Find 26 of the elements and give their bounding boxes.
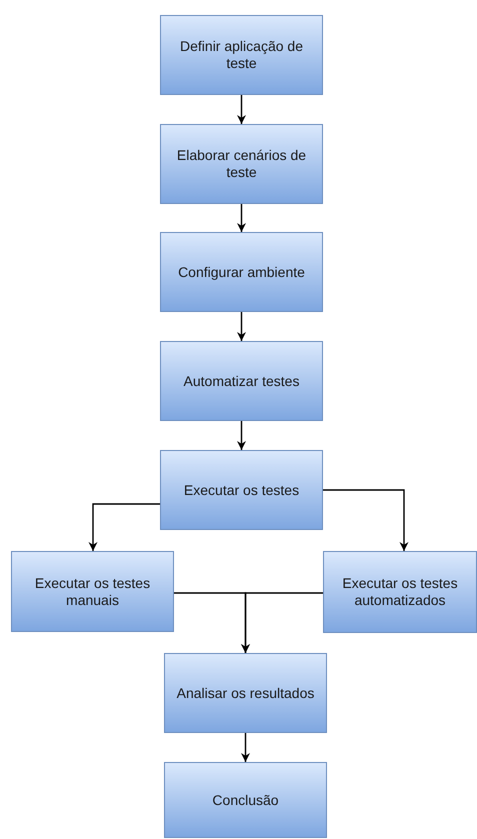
- arrow: [88, 503, 160, 551]
- step-label: Conclusão: [212, 792, 279, 808]
- arrow: [237, 204, 246, 232]
- step-label: Automatizar testes: [184, 372, 300, 390]
- process-box: [164, 762, 327, 838]
- step-label: Executar os testes: [184, 482, 300, 498]
- step-label: Analisar os resultados: [176, 684, 314, 702]
- arrow: [323, 489, 408, 551]
- process-box: [323, 551, 477, 633]
- process-box: [160, 341, 323, 421]
- step-label: Executar os testes manuais: [34, 574, 152, 608]
- process-box: [160, 124, 323, 204]
- arrow: [237, 312, 246, 341]
- process-box: [160, 15, 323, 95]
- arrow: [237, 421, 246, 450]
- step-label: Executar os testes automatizados: [341, 575, 459, 609]
- arrow: [241, 592, 323, 653]
- process-box: [160, 450, 323, 530]
- arrow: [241, 733, 250, 762]
- step-label: Definir aplicação de teste: [179, 38, 304, 72]
- step-label: Configurar ambiente: [178, 264, 305, 280]
- arrow: [237, 95, 246, 124]
- process-box: [11, 551, 174, 632]
- process-box: [164, 653, 327, 733]
- step-label: Elaborar cenários de teste: [176, 147, 308, 181]
- process-box: [160, 232, 323, 312]
